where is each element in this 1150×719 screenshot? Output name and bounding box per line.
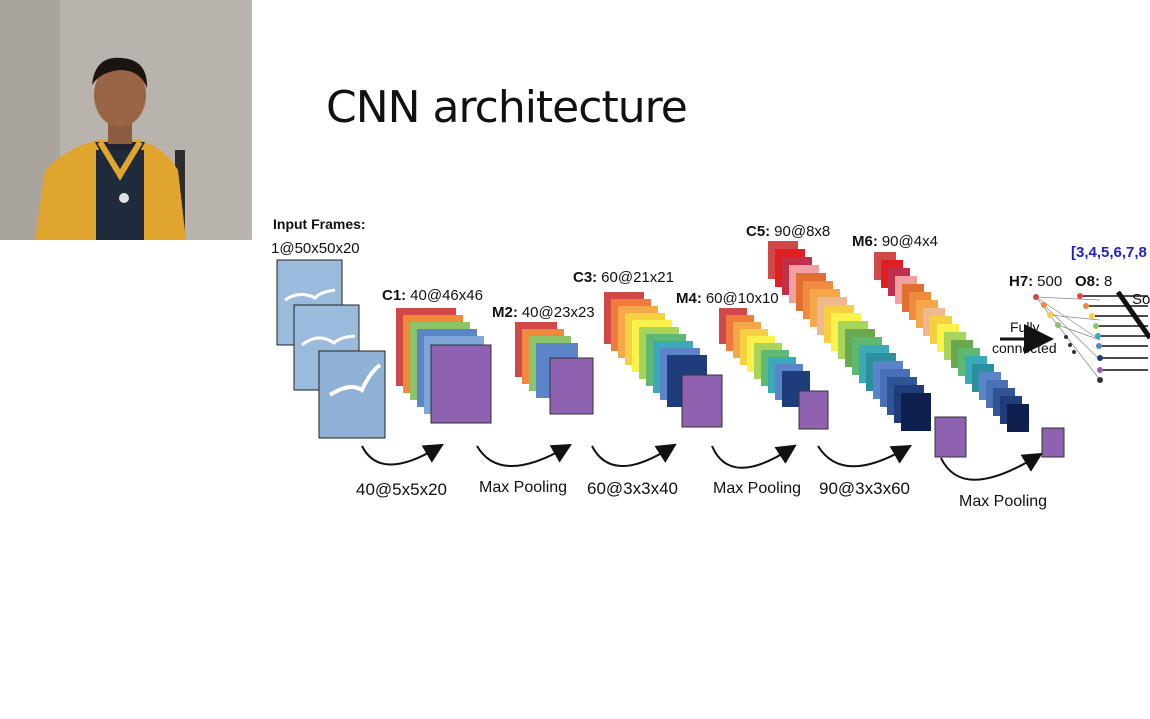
m6-feature-maps (874, 252, 1065, 458)
operation-label-6: Max Pooling (959, 493, 1047, 510)
m4-label: M4:60@10x10 (676, 290, 779, 307)
h7-label: H7:500 (1009, 273, 1062, 290)
fully-connected-label-1: Fully (1010, 319, 1040, 335)
output-vector: [3,4,5,6,7,8 (1071, 244, 1147, 261)
operation-label-4: Max Pooling (713, 480, 801, 497)
m4-feature-maps (719, 308, 829, 430)
input-frames (276, 259, 386, 439)
softmax-label-partial: So (1132, 291, 1150, 308)
operation-label-3: 60@3x3x40 (587, 479, 678, 498)
c1-feature-maps (396, 308, 492, 424)
presenter-video-inset (0, 0, 252, 240)
operation-label-2: Max Pooling (479, 479, 567, 496)
presenter-image (0, 0, 252, 240)
m2-label: M2:40@23x23 (492, 304, 595, 321)
operation-label-5: 90@3x3x60 (819, 479, 910, 498)
input-label: Input Frames: (273, 216, 366, 232)
c1-label: C1:40@46x46 (382, 287, 483, 304)
c5-label: C5:90@8x8 (746, 223, 830, 240)
slide-title: CNN architecture (326, 82, 688, 133)
h7-neurons (1033, 294, 1101, 381)
operation-label-1: 40@5x5x20 (356, 480, 447, 499)
c5-feature-maps (768, 241, 967, 458)
m6-label: M6:90@4x4 (852, 233, 938, 250)
input-dims: 1@50x50x20 (271, 240, 360, 257)
operation-arrows (361, 443, 1043, 481)
m2-feature-maps (515, 322, 594, 415)
fully-connected-label-2: connected (992, 340, 1057, 356)
c3-feature-maps (604, 292, 723, 428)
c3-label: C3:60@21x21 (573, 269, 674, 286)
o8-neurons (1077, 290, 1150, 383)
o8-label: O8:8 (1075, 273, 1112, 290)
